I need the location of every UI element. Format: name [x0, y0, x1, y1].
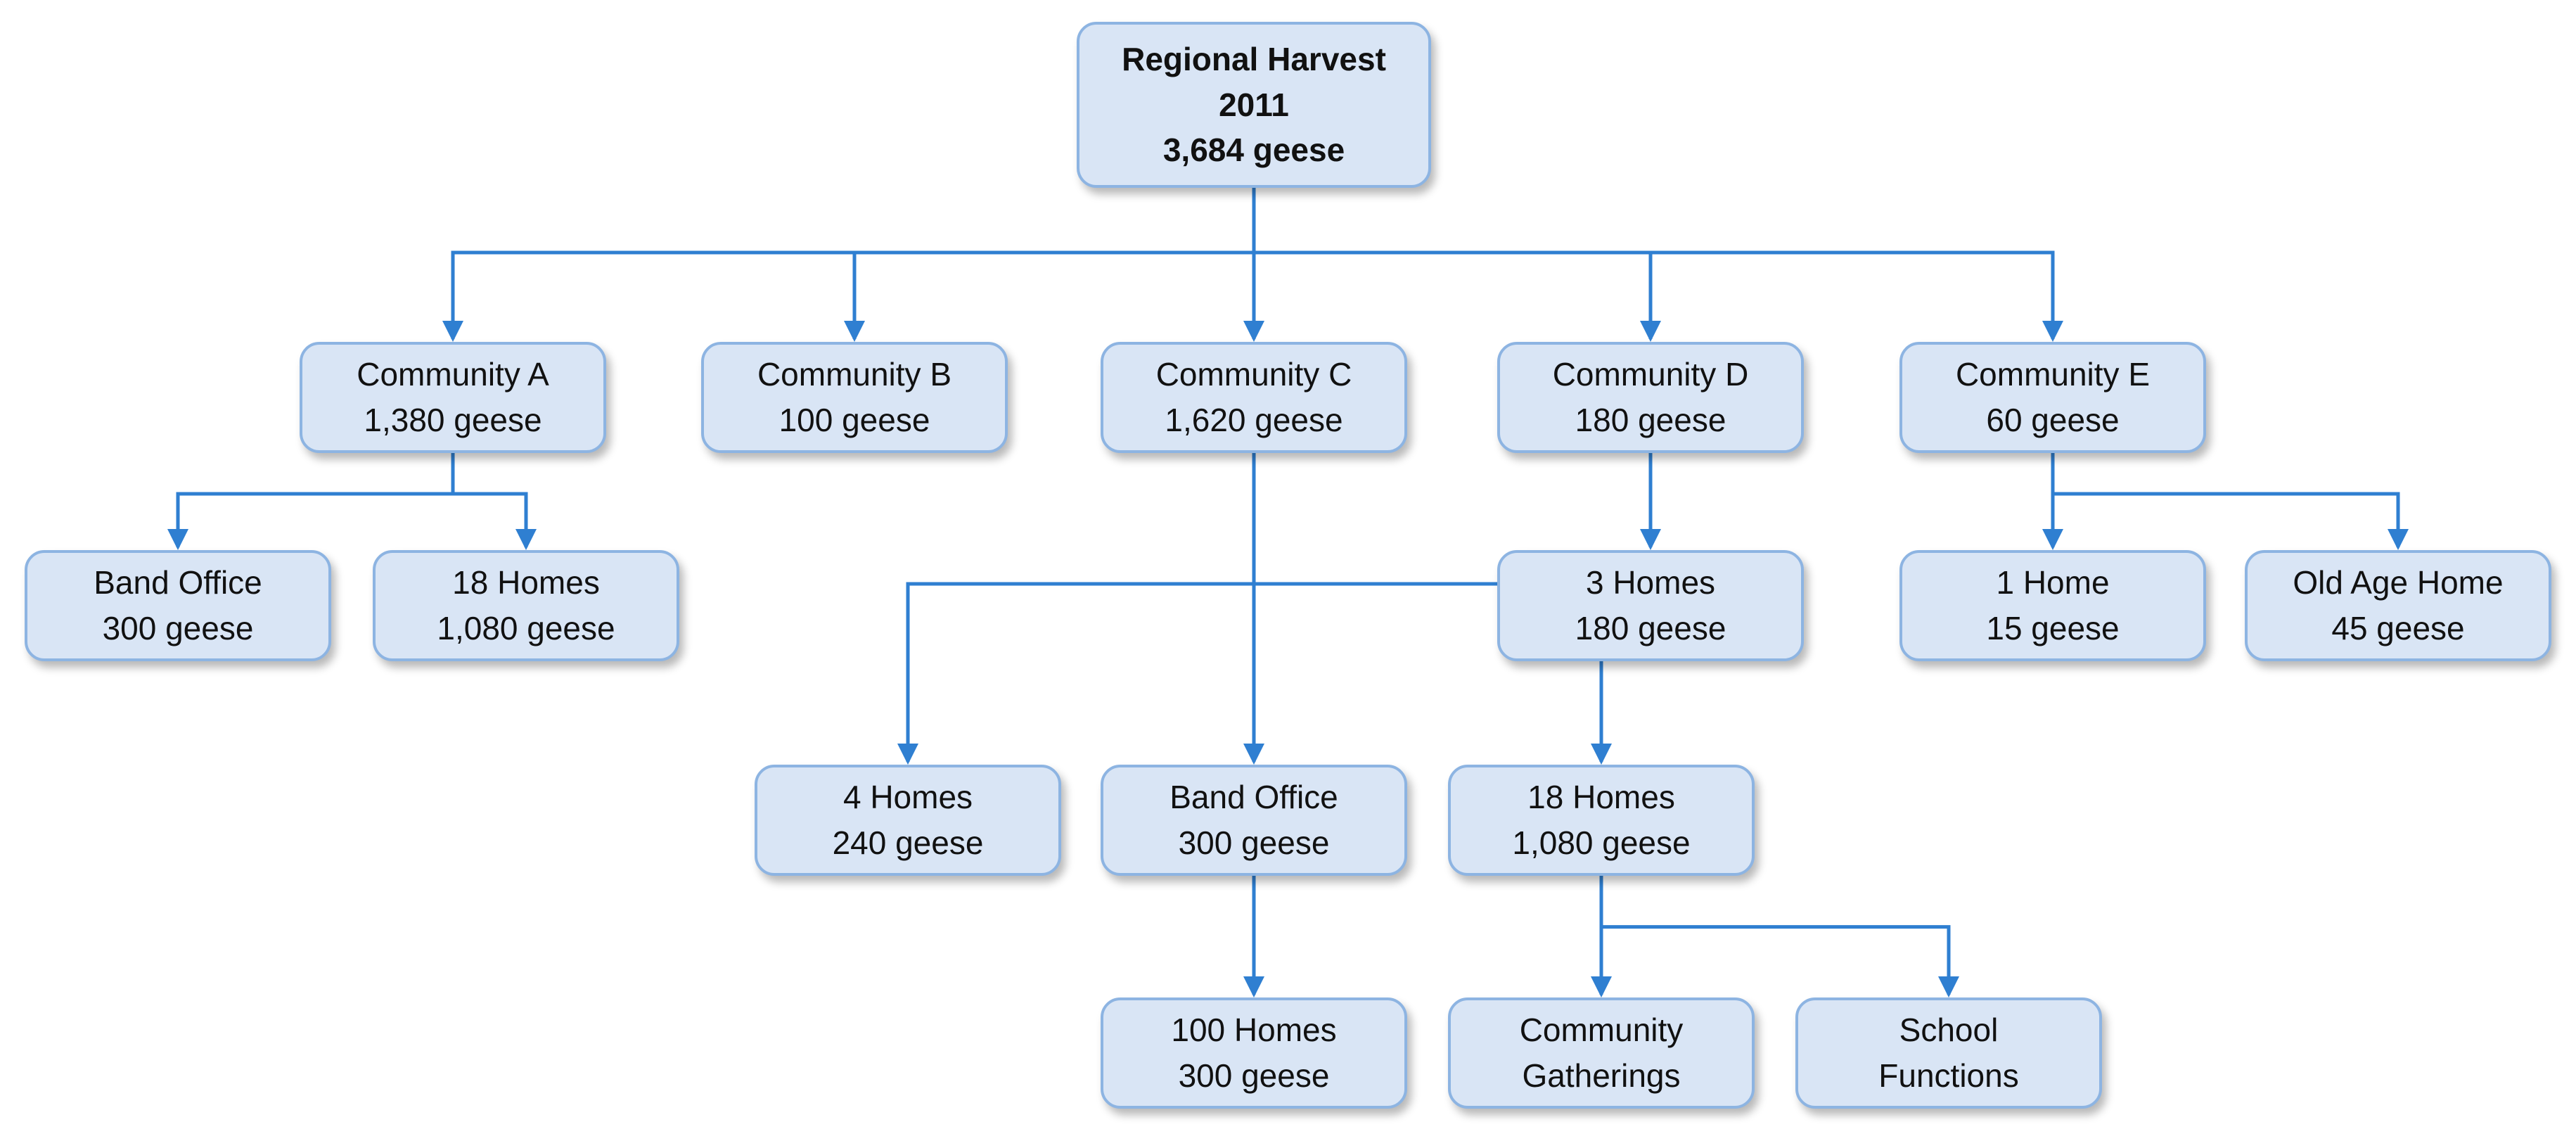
node-label-line1: Community D: [1552, 355, 1749, 393]
node-label-line1: Community: [1519, 1011, 1684, 1048]
connector-c_18_homes-to-c_school_functions: [1599, 876, 1959, 997]
connector-root-to-community_e: [1252, 188, 2063, 342]
node-label-line2: 180 geese: [1575, 610, 1726, 646]
node-label-line1: 4 Homes: [842, 778, 973, 815]
node-label-line2: 180 geese: [1575, 402, 1726, 438]
connector-community_e-to-e_old_age_home: [2051, 453, 2409, 550]
node-label-line3: 3,684 geese: [1162, 132, 1345, 169]
node-label-line2: 2011: [1219, 86, 1289, 123]
node-label-line2: 300 geese: [102, 610, 254, 646]
node-label-line1: Community C: [1155, 355, 1352, 393]
node-label-line2: 240 geese: [832, 824, 984, 861]
node-label-line2: 300 geese: [1178, 824, 1330, 861]
node-label-line2: 60 geese: [1986, 402, 2120, 438]
node-label-line2: 45 geese: [2331, 610, 2465, 646]
node-community-a: Community A 1,380 geese: [300, 342, 606, 453]
connector-root-to-community_b: [844, 188, 1256, 342]
node-school-functions: School Functions: [1795, 997, 2102, 1109]
node-label-line1: Community B: [757, 355, 952, 393]
node-label-line1: 18 Homes: [452, 563, 600, 601]
node-community-c-100-homes: 100 Homes 300 geese: [1101, 997, 1407, 1109]
node-label-line2: Functions: [1878, 1057, 2019, 1094]
node-label-line2: 100 geese: [778, 402, 930, 438]
node-label-line1: 1 Home: [1996, 563, 2110, 601]
node-label-line2: Gatherings: [1522, 1057, 1681, 1094]
node-label-line1: 3 Homes: [1585, 563, 1716, 601]
node-community-gatherings: Community Gatherings: [1448, 997, 1755, 1109]
node-community-d-3-homes: 3 Homes 180 geese: [1497, 550, 1804, 661]
node-community-a-18-homes: 18 Homes 1,080 geese: [373, 550, 679, 661]
node-label-line1: Band Office: [94, 563, 262, 601]
node-label-line1: School: [1899, 1011, 1999, 1048]
node-community-c: Community C 1,620 geese: [1101, 342, 1407, 453]
node-community-e: Community E 60 geese: [1899, 342, 2206, 453]
node-community-b: Community B 100 geese: [701, 342, 1008, 453]
node-community-c-18-homes: 18 Homes 1,080 geese: [1448, 765, 1755, 876]
node-label-line1: Old Age Home: [2293, 563, 2504, 601]
node-label-line2: 1,080 geese: [437, 610, 615, 646]
connector-root-to-community_d: [1252, 188, 1661, 342]
node-community-e-old-age-home: Old Age Home 45 geese: [2245, 550, 2551, 661]
node-community-e-1-home: 1 Home 15 geese: [1899, 550, 2206, 661]
node-regional-harvest: Regional Harvest 2011 3,684 geese: [1077, 22, 1431, 188]
node-label-line2: 15 geese: [1986, 610, 2120, 646]
connector-community_a-to-a_18_homes: [451, 453, 537, 550]
node-label-line2: 1,380 geese: [364, 402, 542, 438]
node-community-c-4-homes: 4 Homes 240 geese: [755, 765, 1061, 876]
node-label-line1: 100 Homes: [1171, 1011, 1337, 1048]
node-community-a-band-office: Band Office 300 geese: [25, 550, 331, 661]
connector-community_a-to-a_band_office: [167, 453, 455, 550]
node-label-line1: Community E: [1955, 355, 2151, 393]
node-label-line2: 300 geese: [1178, 1057, 1330, 1094]
node-label-line2: 1,620 geese: [1165, 402, 1343, 438]
node-community-c-band-office: Band Office 300 geese: [1101, 765, 1407, 876]
node-community-d: Community D 180 geese: [1497, 342, 1804, 453]
node-label-line1: Regional Harvest: [1122, 41, 1386, 78]
connector-community_c-to-c_4_homes: [897, 453, 1256, 765]
node-label-line1: 18 Homes: [1527, 778, 1675, 815]
connector-community_c-to-c_18_homes: [1252, 453, 1612, 765]
node-label-line1: Band Office: [1170, 778, 1338, 815]
node-label-line2: 1,080 geese: [1512, 824, 1691, 861]
node-label-line1: Community A: [357, 355, 549, 393]
